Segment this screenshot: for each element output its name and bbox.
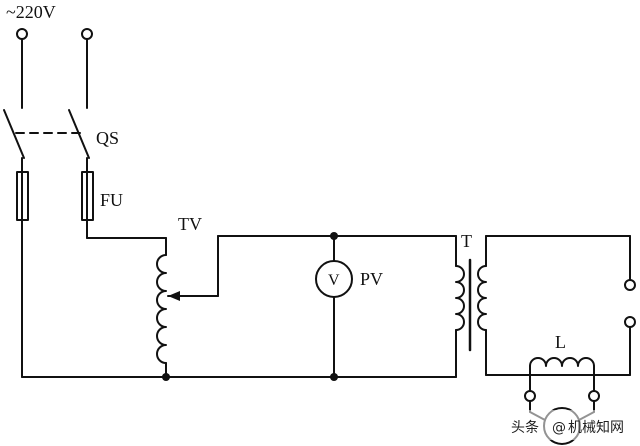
autotransformer-coil	[156, 254, 167, 364]
supply-label: ~220V	[6, 2, 56, 22]
watermark-at: @	[552, 420, 566, 436]
meter-terminal-right	[588, 390, 600, 402]
voltmeter-symbol: V	[328, 272, 340, 289]
secondary-terminal-lower	[624, 316, 636, 328]
junction-pv-top	[330, 232, 338, 240]
supply-terminal-right	[81, 28, 93, 40]
fuse-label: FU	[100, 190, 123, 210]
watermark-site: 机械知网	[568, 419, 624, 436]
junction-tv-bottom	[162, 373, 170, 381]
secondary-terminal-upper	[624, 279, 636, 291]
switch-blade-left	[3, 109, 25, 159]
meter-terminal-left	[524, 390, 536, 402]
autotransformer-label: TV	[178, 214, 202, 234]
transformer-primary-coil	[455, 265, 465, 331]
transformer-secondary-coil	[477, 265, 487, 331]
supply-terminal-left	[16, 28, 28, 40]
watermark-backdrop	[508, 410, 634, 440]
switch-label: QS	[96, 128, 119, 148]
inductor-coil	[529, 357, 595, 367]
transformer-label: T	[461, 231, 472, 251]
watermark-brand: 头条	[511, 419, 539, 436]
junction-pv-bottom	[330, 373, 338, 381]
voltmeter-label: PV	[360, 269, 383, 289]
wiper-arrow-head	[168, 291, 180, 301]
inductor-label: L	[555, 332, 566, 352]
watermark: 头条 @ 机械知网	[508, 410, 634, 440]
